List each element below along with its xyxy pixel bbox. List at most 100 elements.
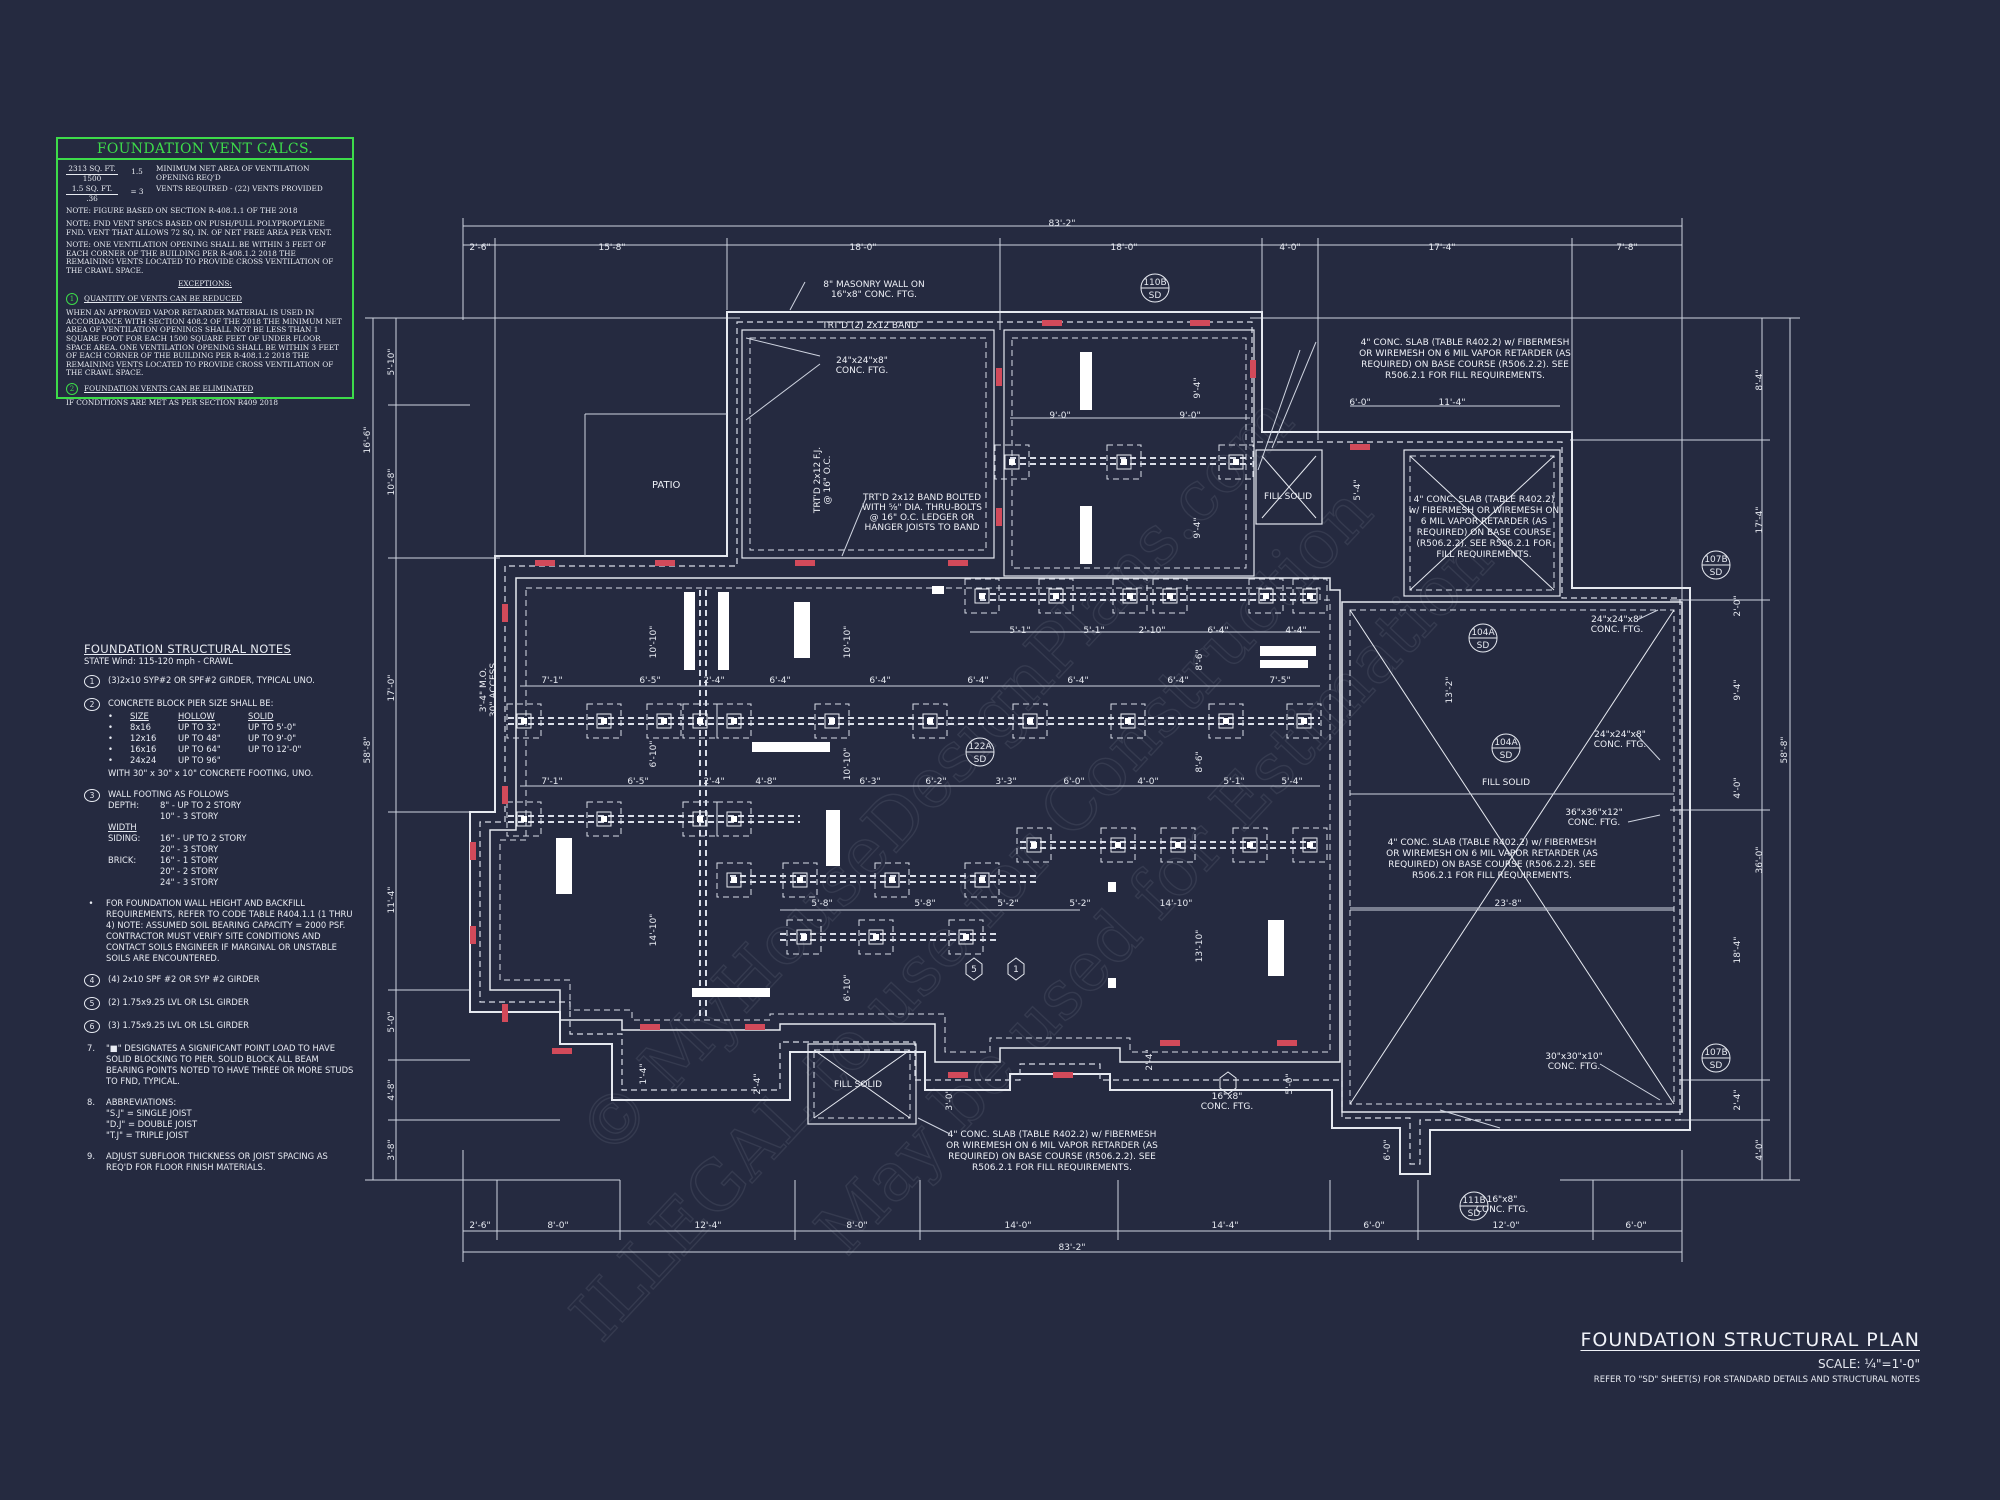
pier [1120, 713, 1136, 729]
note-text: WALL FOOTING AS FOLLOWS [108, 789, 229, 799]
pier-point-load [661, 718, 667, 724]
note-value: 10" - 3 STORY [160, 811, 219, 821]
table-header: HOLLOW [178, 711, 215, 721]
pier [692, 811, 708, 827]
left-dim: 3'-8" [387, 1139, 397, 1160]
note-text: (3)2x10 SYP#2 OR SPF#2 GIRDER, TYPICAL U… [108, 675, 315, 685]
note-number: 8. [87, 1097, 95, 1107]
note-value: 20" - 2 STORY [160, 866, 219, 876]
section-tag-sheet: SD [1149, 291, 1162, 301]
right-overall-dim: 58'-8" [1780, 736, 1790, 763]
pier-footing [1160, 827, 1196, 863]
pier [692, 713, 708, 729]
section-tag-number: 107B [1704, 555, 1727, 565]
bottom-dim: 6'-0" [1625, 1221, 1646, 1231]
pier [824, 713, 840, 729]
right-dim: 2'-0" [1733, 595, 1743, 616]
ftg-24-right: 24"x24"x8"CONC. FTG. [1591, 615, 1643, 635]
sheet-title: FOUNDATION STRUCTURAL PLAN [1580, 1329, 1920, 1351]
pier-point-load [1233, 459, 1239, 465]
ftg-36: 36"x36"x12"CONC. FTG. [1565, 808, 1622, 828]
pier-footing [964, 862, 1000, 898]
vent-unit: SQ. FT. [89, 164, 116, 173]
pier-footing [506, 801, 542, 837]
pier-point-load [1263, 593, 1269, 599]
pier-point-load [963, 934, 969, 940]
section-tag-number: 110B [1143, 278, 1166, 288]
pier-point-load [731, 877, 737, 883]
right-dim: 9'-4" [1733, 679, 1743, 700]
pier [596, 713, 612, 729]
pier-point-load [979, 593, 985, 599]
pier [1170, 837, 1186, 853]
pier [922, 713, 938, 729]
vertical-dim-text: 10'-10" 10'-10" 6'-10" 10'-10" 14'-10" 6… [639, 377, 1455, 1160]
piers [506, 444, 1328, 955]
vert-dim: 2'-4" [1145, 1049, 1155, 1070]
notes-subtitle: STATE Wind: 115-120 mph - CRAWL [84, 656, 233, 666]
fill-solid-label: FILL SOLID [1264, 492, 1312, 502]
fill-solid-bottom: FILL SOLID [834, 1080, 882, 1090]
note-label: SIDING: [108, 833, 141, 843]
section-tags: 110BSD107BSD104ASD104ASD122ASD107BSD111B… [965, 273, 1731, 1221]
vent-calcs-box: FOUNDATION VENT CALCS. 2313 SQ. FT. 1500… [56, 137, 354, 406]
note-bullet: • FOR FOUNDATION WALL HEIGHT AND BACKFIL… [88, 898, 353, 963]
pier-point-load [601, 816, 607, 822]
top-dim: 18'-0" [1110, 243, 1137, 253]
pier [868, 929, 884, 945]
left-dim: 11'-4" [387, 886, 397, 913]
pier-point-load [1009, 459, 1015, 465]
vert-dim: 1'-4" [639, 1063, 649, 1084]
pier [726, 811, 742, 827]
watermark: © MyHouseDesignPlans.com ILLEGAL to use … [556, 381, 1509, 1357]
pier-footing [682, 801, 718, 837]
point-loads [556, 352, 1316, 997]
pier-footing [814, 703, 850, 739]
pier-footing [1286, 703, 1322, 739]
pier-point-load [521, 816, 527, 822]
table-cell: UP TO 32" [178, 722, 221, 732]
pier [958, 929, 974, 945]
pier-footing [716, 862, 752, 898]
pier [1116, 454, 1132, 470]
inner-dim: 11'-4" [1438, 398, 1465, 408]
pier [1242, 837, 1258, 853]
pier-footing [1038, 578, 1074, 614]
pier-point-load [731, 718, 737, 724]
top-dimensions: 83'-2" 2'-6" 15'-8" 18'-0" 18'-0" 4'-0" … [462, 218, 1683, 600]
vent-eq: = 3 [130, 187, 144, 197]
right-dim: 4'-0" [1755, 1139, 1765, 1160]
note-value: 8" - UP TO 2 STORY [160, 800, 242, 810]
pier-point-load [697, 718, 703, 724]
vert-dim: 6'-10" [843, 974, 853, 1001]
pier-footing [858, 919, 894, 955]
top-dim: 18'-0" [849, 243, 876, 253]
note-1: 1 (3)2x10 SYP#2 OR SPF#2 GIRDER, TYPICAL… [84, 675, 354, 688]
inner-dim: 5'-1" [1223, 777, 1244, 787]
table-cell: UP TO 64" [178, 744, 221, 754]
interior-dimensions [520, 405, 1674, 911]
section-tag-number: 122A [968, 742, 992, 752]
table-cell: UP TO 96" [178, 755, 221, 765]
inner-dim: 9'-0" [1049, 411, 1070, 421]
pier [1302, 837, 1318, 853]
inner-dim: 6'-4" [967, 676, 988, 686]
vent-den: 1500 [82, 173, 102, 183]
hex-tags: 5 1 [965, 957, 1237, 1095]
left-dim: 10'-8" [387, 468, 397, 495]
vent-note-2: NOTE: FND VENT SPECS BASED ON PUSH/PULL … [66, 218, 332, 237]
note-text: "S.J" = SINGLE JOIST [106, 1108, 192, 1118]
bottom-dim: 2'-6" [469, 1221, 490, 1231]
note-number: 1 [84, 675, 100, 688]
pier-point-load [1121, 459, 1127, 465]
note-text: (3) 1.75x9.25 LVL OR LSL GIRDER [108, 1020, 249, 1030]
pier-point-load [697, 816, 703, 822]
vert-dim: 8'-6" [1195, 649, 1205, 670]
note-text: ADJUST SUBFLOOR THICKNESS OR JOIST SPACI… [106, 1151, 328, 1172]
pier [1122, 588, 1138, 604]
inner-dim: 6'-4" [769, 676, 790, 686]
pier-footing [716, 703, 752, 739]
